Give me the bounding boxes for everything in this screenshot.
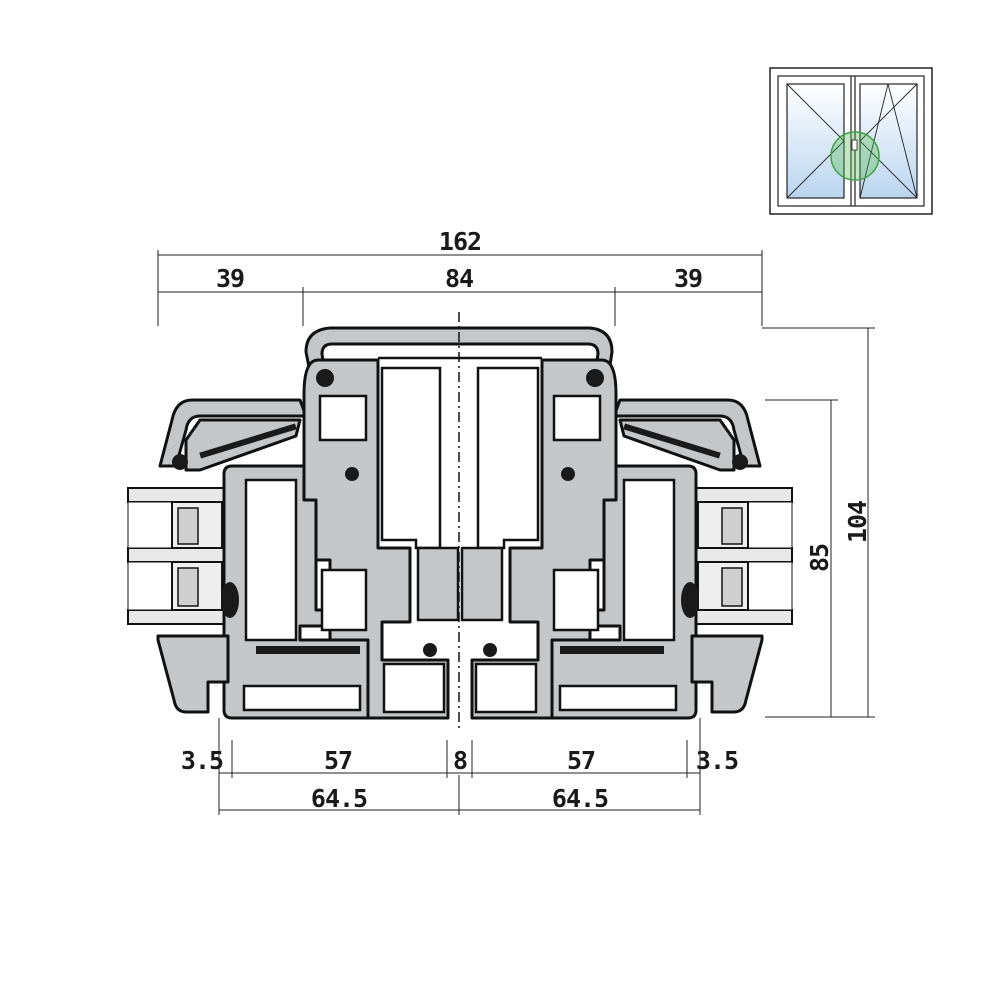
mullion-core bbox=[416, 546, 460, 622]
dim-left-profile: 57 bbox=[324, 746, 352, 775]
dim-right-offset: 3.5 bbox=[696, 746, 738, 775]
handle-icon bbox=[851, 139, 858, 151]
dim-left-half: 64.5 bbox=[311, 784, 367, 813]
detail-highlight-circle bbox=[830, 131, 880, 181]
left-sill bbox=[156, 634, 230, 714]
dimension-lines bbox=[157, 250, 875, 815]
dim-height-inner: 85 bbox=[805, 544, 834, 572]
dim-left-sash: 39 bbox=[216, 264, 244, 293]
right-sill bbox=[690, 634, 764, 714]
dim-gap: 8 bbox=[453, 746, 467, 775]
profile-section bbox=[127, 312, 793, 728]
left-pane bbox=[786, 83, 845, 199]
dim-total-width: 162 bbox=[439, 227, 481, 256]
dim-right-half: 64.5 bbox=[552, 784, 608, 813]
dim-right-sash: 39 bbox=[674, 264, 702, 293]
dim-left-offset: 3.5 bbox=[181, 746, 223, 775]
gaskets bbox=[172, 369, 748, 657]
glazing-left bbox=[127, 487, 229, 625]
mullion-cap bbox=[304, 326, 614, 394]
window-thumbnail bbox=[769, 67, 933, 215]
dim-right-profile: 57 bbox=[567, 746, 595, 775]
dim-height-total: 104 bbox=[843, 501, 872, 543]
dim-middle: 84 bbox=[445, 264, 473, 293]
glazing-right bbox=[691, 487, 793, 625]
